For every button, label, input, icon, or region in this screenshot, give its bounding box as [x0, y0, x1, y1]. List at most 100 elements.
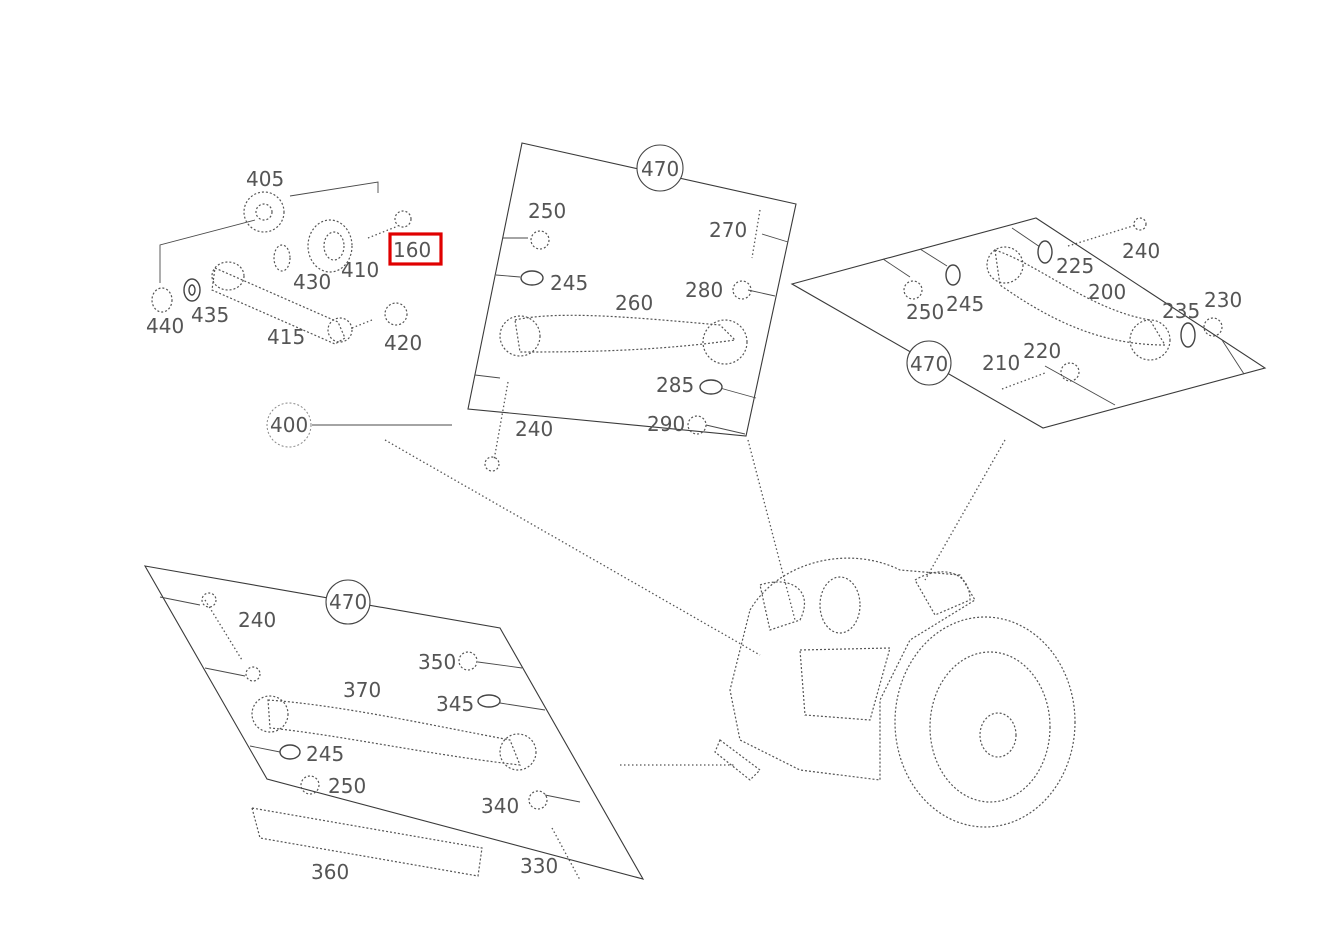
part-210[interactable] — [1001, 372, 1046, 390]
callout-245[interactable]: 245 — [550, 271, 588, 295]
callout-210[interactable]: 210 — [982, 351, 1020, 375]
part-285[interactable] — [699, 379, 723, 395]
part-420[interactable] — [384, 302, 408, 326]
group-frame — [143, 565, 645, 880]
brake-disc — [894, 616, 1076, 828]
callout-360[interactable]: 360 — [311, 860, 349, 884]
callout-240[interactable]: 240 — [1122, 239, 1160, 263]
callout-285[interactable]: 285 — [656, 373, 694, 397]
part-410[interactable] — [307, 219, 353, 273]
guide-line — [747, 439, 796, 621]
part-405-hole — [255, 203, 273, 221]
part-160-head[interactable] — [394, 210, 412, 228]
part-260-link[interactable] — [514, 314, 737, 353]
part-270[interactable] — [751, 209, 761, 259]
part-405[interactable] — [243, 191, 285, 233]
callout-160[interactable]: 160 — [393, 238, 431, 262]
part-220[interactable] — [1060, 362, 1080, 382]
leader-line — [499, 702, 546, 711]
callout-415[interactable]: 415 — [267, 325, 305, 349]
part-340[interactable] — [528, 790, 548, 810]
callout-340[interactable]: 340 — [481, 794, 519, 818]
callout-240[interactable]: 240 — [238, 608, 276, 632]
callout-470[interactable]: 470 — [910, 352, 948, 376]
leader-line — [1011, 227, 1041, 248]
part-370-bushing-b — [499, 733, 537, 771]
part-260-bushing-b — [702, 319, 748, 365]
callout-260[interactable]: 260 — [615, 291, 653, 315]
callout-250[interactable]: 250 — [328, 774, 366, 798]
part-250[interactable] — [530, 230, 550, 250]
callout-435[interactable]: 435 — [191, 303, 229, 327]
part-245[interactable] — [520, 270, 544, 286]
part-430[interactable] — [273, 244, 291, 272]
part-280[interactable] — [732, 280, 752, 300]
callout-220[interactable]: 220 — [1023, 339, 1061, 363]
leader-line — [477, 661, 523, 669]
part-225[interactable] — [1037, 240, 1053, 264]
leader-line — [495, 274, 521, 278]
part-345[interactable] — [477, 694, 501, 708]
group-frame — [467, 142, 797, 437]
callout-225[interactable]: 225 — [1056, 254, 1094, 278]
callout-245[interactable]: 245 — [306, 742, 344, 766]
callout-470[interactable]: 470 — [329, 590, 367, 614]
group-400-label: 400 — [266, 402, 452, 448]
callout-405[interactable]: 405 — [246, 167, 284, 191]
part-160-bolt[interactable] — [367, 225, 399, 239]
part-370-link[interactable] — [267, 699, 521, 766]
callout-270[interactable]: 270 — [709, 218, 747, 242]
callout-400[interactable]: 400 — [270, 413, 308, 437]
wheel-carrier-assembly — [384, 439, 1076, 828]
callout-250[interactable]: 250 — [906, 300, 944, 324]
callout-410[interactable]: 410 — [341, 258, 379, 282]
callout-345[interactable]: 345 — [436, 692, 474, 716]
callout-440[interactable]: 440 — [146, 314, 184, 338]
callout-240[interactable]: 240 — [515, 417, 553, 441]
carrier-boss — [799, 647, 891, 721]
group-200-assembly: 470 240 225 250 245 200 235 230 210 220 — [790, 217, 1267, 429]
callout-230[interactable]: 230 — [1204, 288, 1242, 312]
part-240-bolt[interactable] — [204, 599, 243, 661]
part-240-head — [484, 456, 500, 472]
part-240-bolt[interactable] — [493, 381, 509, 461]
callout-370[interactable]: 370 — [343, 678, 381, 702]
callout-250[interactable]: 250 — [528, 199, 566, 223]
wheel-carrier — [729, 557, 976, 781]
callout-330[interactable]: 330 — [520, 854, 558, 878]
leader-line — [705, 424, 746, 435]
part-370-bushing-a — [251, 695, 289, 733]
callout-245[interactable]: 245 — [946, 292, 984, 316]
highlight-box — [388, 232, 443, 266]
part-245[interactable] — [945, 264, 961, 286]
callout-350[interactable]: 350 — [418, 650, 456, 674]
callout-430[interactable]: 430 — [293, 270, 331, 294]
hub-center — [979, 712, 1017, 758]
carrier-ear — [914, 571, 971, 616]
part-250[interactable] — [903, 280, 923, 300]
part-240-head — [1133, 217, 1147, 231]
leader-line — [719, 387, 757, 399]
callout-200[interactable]: 200 — [1088, 280, 1126, 304]
leader-line — [249, 745, 281, 753]
part-330-bolt[interactable] — [551, 827, 581, 881]
callout-235[interactable]: 235 — [1162, 299, 1200, 323]
callout-470[interactable]: 470 — [641, 157, 679, 181]
part-245[interactable] — [279, 744, 301, 760]
part-290[interactable] — [687, 415, 707, 435]
part-250-nut — [245, 666, 261, 682]
callout-280[interactable]: 280 — [685, 278, 723, 302]
leader-line — [1044, 365, 1116, 406]
part-250[interactable] — [300, 775, 320, 795]
callout-420[interactable]: 420 — [384, 331, 422, 355]
part-440[interactable] — [151, 287, 173, 313]
callout-290[interactable]: 290 — [647, 412, 685, 436]
part-200-arm[interactable] — [994, 249, 1167, 346]
part-235[interactable] — [1180, 322, 1196, 348]
part-200-bushing-a — [986, 246, 1024, 284]
part-360-bar[interactable] — [251, 807, 483, 877]
part-350[interactable] — [458, 651, 478, 671]
part-415-link[interactable] — [211, 267, 346, 345]
part-260-bushing-a — [499, 315, 541, 357]
part-230[interactable] — [1203, 317, 1223, 337]
